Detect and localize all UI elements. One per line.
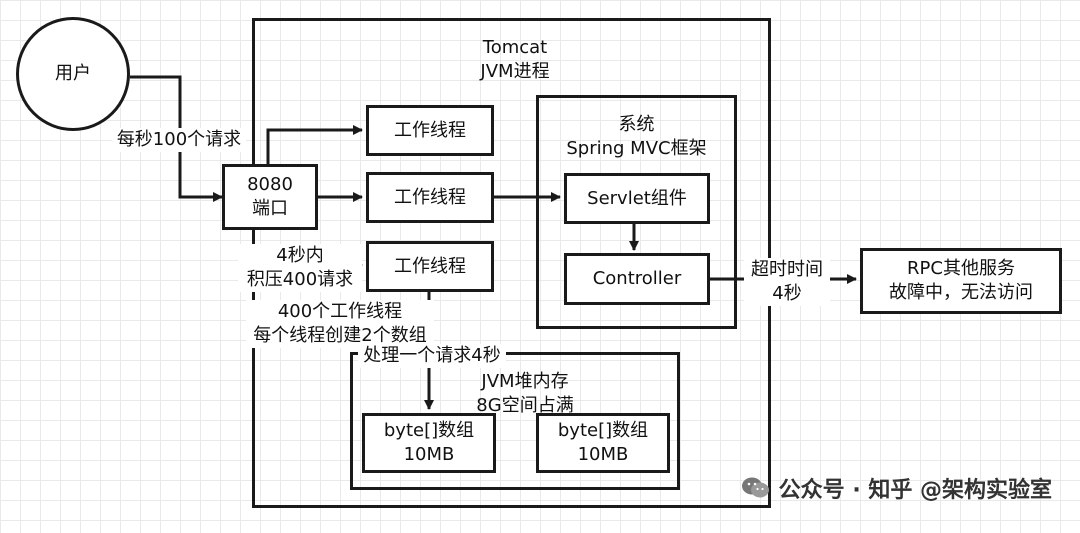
- jvm-heap-container: [350, 352, 680, 490]
- heap-title: JVM堆内存 8G空间占满: [440, 370, 610, 418]
- tomcat-title: Tomcat JVM进程: [440, 36, 590, 84]
- timeout-label: 超时时间 4秒: [744, 258, 830, 306]
- heap-title-line1: JVM堆内存: [481, 371, 569, 392]
- wechat-icon: [741, 477, 769, 498]
- byte-array-box-1: byte[]数组 10MB: [362, 413, 496, 473]
- worker-thread-2: 工作线程: [366, 172, 494, 223]
- byte-array-1-size: 10MB: [403, 444, 455, 465]
- byte-array-2-label: byte[]数组: [557, 420, 649, 441]
- worker-thread-3: 工作线程: [366, 241, 494, 292]
- backlog-label-line2: 积压400请求: [246, 269, 354, 290]
- controller-label: Controller: [592, 268, 682, 289]
- port-box: 8080 端口: [222, 164, 318, 230]
- watermark: 公众号 · 知乎 @架构实验室: [741, 472, 1052, 504]
- port-label: 端口: [252, 198, 288, 219]
- heap-title-line2: 8G空间占满: [476, 395, 574, 416]
- backlog-label-line1: 4秒内: [276, 245, 324, 266]
- byte-array-box-2: byte[]数组 10MB: [536, 413, 670, 473]
- servlet-box: Servlet组件: [564, 173, 710, 224]
- byte-array-2-size: 10MB: [577, 444, 629, 465]
- controller-box: Controller: [564, 253, 710, 305]
- system-title-line2: Spring MVC框架: [566, 138, 707, 159]
- port-number: 8080: [247, 174, 293, 195]
- threads-label-line2: 每个线程创建2个数组: [253, 325, 427, 346]
- system-title-line1: 系统: [618, 114, 655, 135]
- system-title: 系统 Spring MVC框架: [536, 113, 737, 161]
- timeout-label-line2: 4秒: [772, 283, 802, 304]
- threads-label-line1: 400个工作线程: [277, 301, 403, 322]
- worker-thread-2-label: 工作线程: [394, 186, 466, 208]
- watermark-text: 公众号 · 知乎 @架构实验室: [778, 478, 1052, 503]
- system-container: [536, 95, 737, 329]
- process-time-label: 处理一个请求4秒: [358, 344, 506, 368]
- arrow-port-to-worker-1: [266, 125, 363, 164]
- tomcat-title-line2: JVM进程: [480, 61, 550, 82]
- worker-thread-3-label: 工作线程: [394, 255, 466, 277]
- user-label: 用户: [55, 63, 91, 84]
- rpc-service-line1: RPC其他服务: [907, 258, 1015, 279]
- request-rate-label: 每秒100个请求: [112, 128, 246, 152]
- worker-thread-1: 工作线程: [366, 105, 494, 156]
- tomcat-title-line1: Tomcat: [482, 37, 548, 58]
- worker-thread-1-label: 工作线程: [394, 119, 466, 141]
- user-node: 用户: [16, 17, 130, 131]
- backlog-label: 4秒内 积压400请求: [238, 244, 362, 292]
- servlet-label: Servlet组件: [587, 187, 687, 209]
- timeout-label-line1: 超时时间: [751, 259, 823, 280]
- threads-label: 400个工作线程 每个线程创建2个数组: [246, 300, 434, 348]
- byte-array-1-label: byte[]数组: [383, 420, 475, 441]
- rpc-service-box: RPC其他服务 故障中，无法访问: [860, 248, 1062, 314]
- rpc-service-line2: 故障中，无法访问: [889, 282, 1033, 303]
